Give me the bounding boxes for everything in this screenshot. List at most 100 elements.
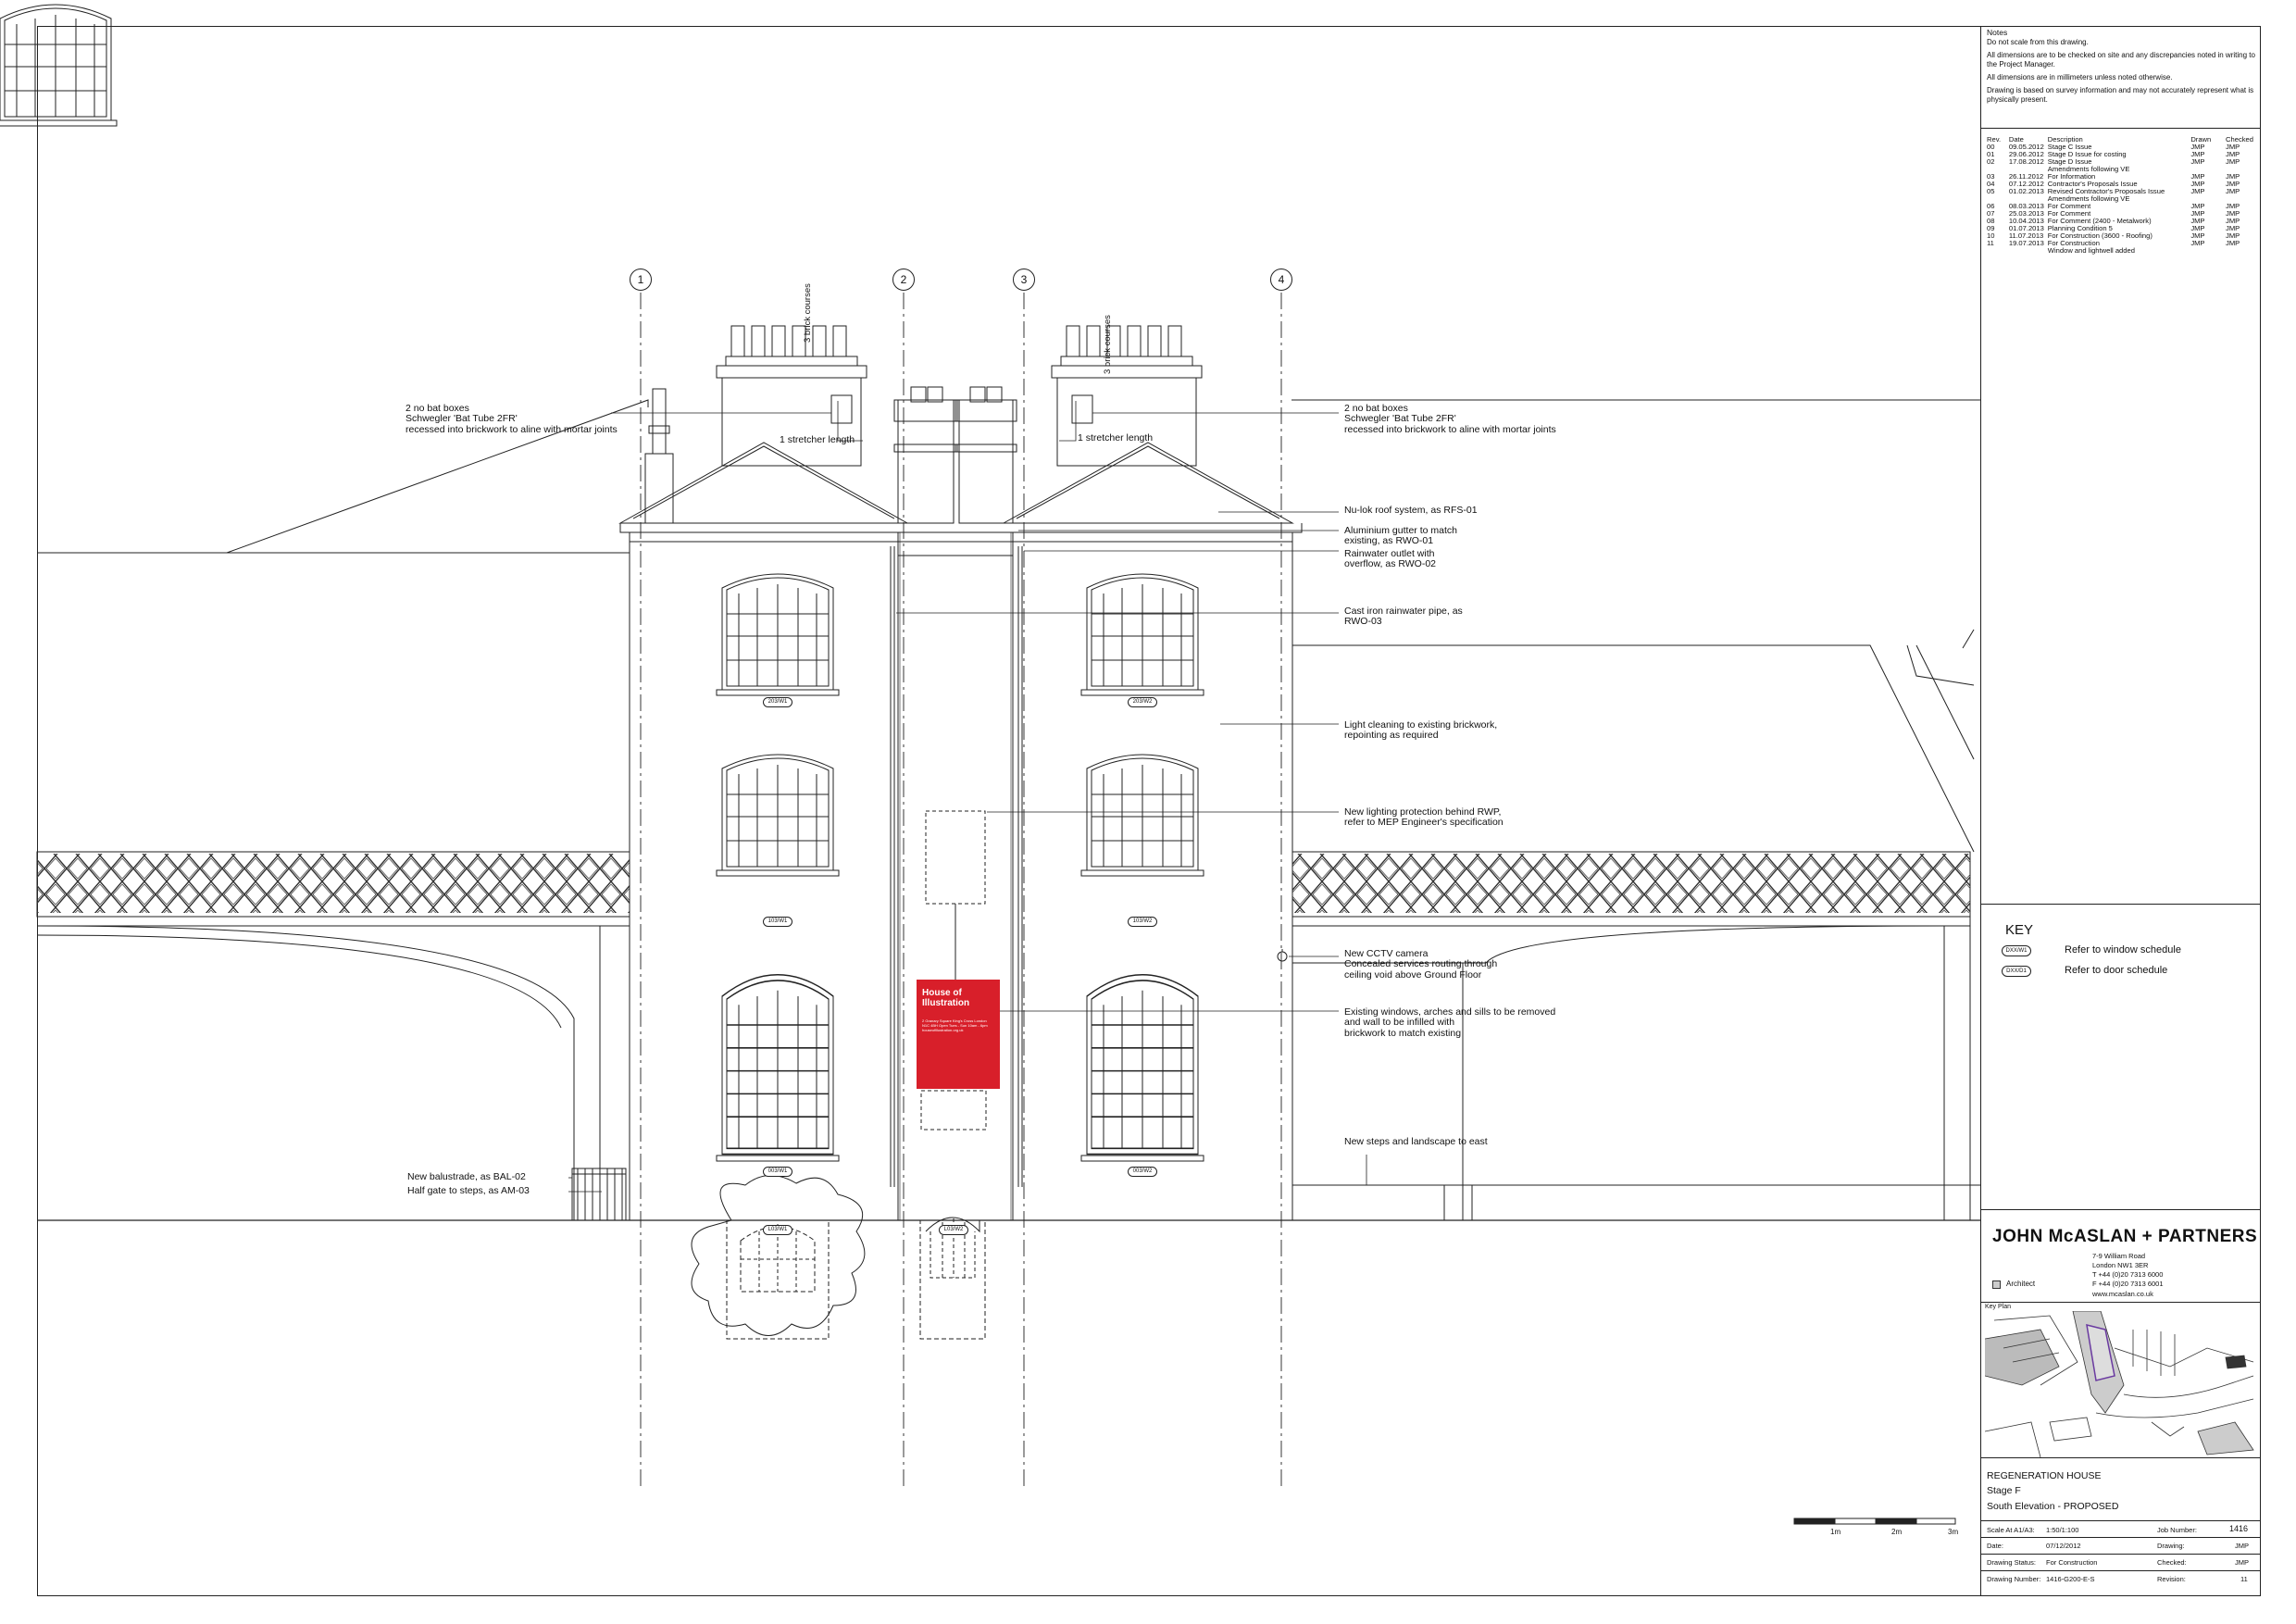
checked-label: Checked: xyxy=(2157,1558,2187,1567)
revision-cell: For Comment xyxy=(2047,202,2091,211)
note-line: All dimensions are in millimeters unless… xyxy=(1987,72,2173,81)
revision-cell: JMP xyxy=(2226,143,2240,152)
note-gutter: Aluminium gutter to match existing, as R… xyxy=(1344,525,1457,547)
south-elevation-drawing xyxy=(0,4,1980,1525)
revision-cell: 06 xyxy=(1987,202,1995,211)
revision-cell: JMP xyxy=(2226,217,2240,226)
title-block: Notes Do not scale from this drawing. Al… xyxy=(1980,26,2261,1596)
description-header: Description xyxy=(2047,135,2083,144)
info-row-scale: Scale At A1/A3: 1:50/1:100 Job Number: 1… xyxy=(1987,1524,2256,1537)
date-value: 07/12/2012 xyxy=(2046,1542,2081,1550)
revision-cell: For Comment xyxy=(2047,209,2091,219)
revision-cell: JMP xyxy=(2226,150,2240,159)
note-line: Drawing is based on survey information a… xyxy=(1987,85,2254,104)
note-line: Do not scale from this drawing. xyxy=(1987,37,2089,46)
address-line: 7-9 William Road xyxy=(2092,1252,2146,1260)
status-value: For Construction xyxy=(2046,1558,2098,1567)
role-label: Architect xyxy=(1992,1280,2035,1289)
note-gate: Half gate to steps, as AM-03 xyxy=(407,1185,530,1196)
revision-cell: Stage C Issue xyxy=(2047,143,2092,152)
lightwell xyxy=(691,1175,986,1340)
project-info: REGENERATION HOUSE Stage F South Elevati… xyxy=(1987,1468,2118,1514)
revision-cell: 00 xyxy=(1987,143,1995,152)
note-bat-boxes-right: 2 no bat boxes Schwegler 'Bat Tube 2FR' … xyxy=(1344,403,1556,435)
note-balustrade: New balustrade, as BAL-02 xyxy=(407,1171,526,1182)
info-row-status: Drawing Status: For Construction Checked… xyxy=(1987,1558,2256,1569)
revision-cell: 02 xyxy=(1987,157,1995,167)
revision-cell: 10 xyxy=(1987,231,1995,241)
left-bridge xyxy=(36,851,630,1220)
revision-cell: JMP xyxy=(2226,157,2240,167)
grid-marker-2: 2 xyxy=(892,269,915,291)
grid-marker-3: 3 xyxy=(1013,269,1035,291)
sign-title: House of Illustration xyxy=(922,988,970,1008)
key-label: Refer to window schedule xyxy=(2065,944,2181,956)
key-item-door: DXX/D1 Refer to door schedule xyxy=(2002,965,2167,978)
lighting-box xyxy=(925,810,986,905)
project-name: REGENERATION HOUSE xyxy=(1987,1470,2102,1481)
notes-section: Notes Do not scale from this drawing. Al… xyxy=(1981,26,2261,105)
scale-bar xyxy=(1793,1518,1956,1525)
revision-cell: 04 xyxy=(1987,180,1995,189)
notes-title: Notes xyxy=(1987,28,2008,37)
drawing-value: JMP xyxy=(2235,1542,2249,1550)
scale-label-2m: 2m xyxy=(1891,1528,1903,1536)
revision-cell: JMP xyxy=(2190,217,2205,226)
scale-label: Scale At A1/A3: xyxy=(1987,1526,2035,1534)
note-pipe: Cast iron rainwater pipe, as RWO-03 xyxy=(1344,606,1463,628)
revision-cell: Stage D Issue for costing xyxy=(2047,150,2127,159)
house-of-illustration-sign: House of Illustration 2 Granary Square K… xyxy=(917,980,1000,1089)
note-stretcher-left: 1 stretcher length xyxy=(780,434,855,445)
building xyxy=(618,325,1303,1221)
scale-label-1m: 1m xyxy=(1830,1528,1841,1536)
revision-cell: 11 xyxy=(1987,239,1994,248)
note-steps: New steps and landscape to east xyxy=(1344,1136,1488,1147)
revision-cell: 17.08.2012 xyxy=(2008,157,2044,167)
company-address: 7-9 William Road London NW1 3ER T +44 (0… xyxy=(2092,1252,2164,1299)
revision-cell: JMP xyxy=(2226,209,2240,219)
note-roof: Nu-lok roof system, as RFS-01 xyxy=(1344,505,1478,516)
window-tag: 003/W1 xyxy=(763,1167,792,1177)
revision-cell: Contractor's Proposals Issue xyxy=(2047,180,2138,189)
revision-cell: JMP xyxy=(2190,231,2205,241)
info-row-date: Date: 07/12/2012 Drawing: JMP xyxy=(1987,1542,2256,1553)
key-item-window: DXX/W1 Refer to window schedule xyxy=(2002,944,2181,957)
key-label: Refer to door schedule xyxy=(2065,965,2168,976)
number-value: 1416-G200-E-S xyxy=(2046,1575,2095,1583)
note-lighting: New lighting protection behind RWP, refe… xyxy=(1344,806,1504,829)
revision-cell: 05 xyxy=(1987,187,1995,196)
window-tag: 003/W2 xyxy=(1128,1167,1157,1177)
neighbour-roofs xyxy=(37,399,1980,853)
revision-cell: JMP xyxy=(2190,224,2205,233)
drawing-title: South Elevation - PROPOSED xyxy=(1987,1500,2119,1512)
revision-cell: Planning Condition 5 xyxy=(2047,224,2113,233)
revision-cell: JMP xyxy=(2190,157,2205,167)
window-tag: L03/W1 xyxy=(763,1225,792,1235)
grid-marker-1: 1 xyxy=(630,269,652,291)
drawing-label: Drawing: xyxy=(2157,1542,2185,1550)
revision-cell: JMP xyxy=(2190,143,2205,152)
number-label: Drawing Number: xyxy=(1987,1575,2041,1583)
job-value: 1416 xyxy=(2229,1524,2249,1533)
address-line: www.mcaslan.co.uk xyxy=(2092,1289,2153,1298)
note-brick-courses-left: 3 brick courses xyxy=(803,283,813,343)
revision-cell: 08.03.2013 xyxy=(2008,202,2044,211)
revision-cell: 01.02.2013 xyxy=(2008,187,2044,196)
grid-marker-4: 4 xyxy=(1270,269,1292,291)
revision-cell: 07 xyxy=(1987,209,1995,219)
window-tag: 103/W1 xyxy=(763,917,792,927)
status-label: Drawing Status: xyxy=(1987,1558,2036,1567)
grid-lines xyxy=(640,293,1282,1491)
note-brick-courses-right: 3 brick courses xyxy=(1103,315,1113,374)
revision-cell: 01.07.2013 xyxy=(2008,224,2044,233)
revision-cell: For Construction Window and lightwell ad… xyxy=(2047,239,2135,256)
revision-cell: 09 xyxy=(1987,224,1995,233)
revision-value: 11 xyxy=(2240,1575,2248,1583)
windows xyxy=(0,4,1204,1162)
revision-cell: 26.11.2012 xyxy=(2008,172,2044,181)
